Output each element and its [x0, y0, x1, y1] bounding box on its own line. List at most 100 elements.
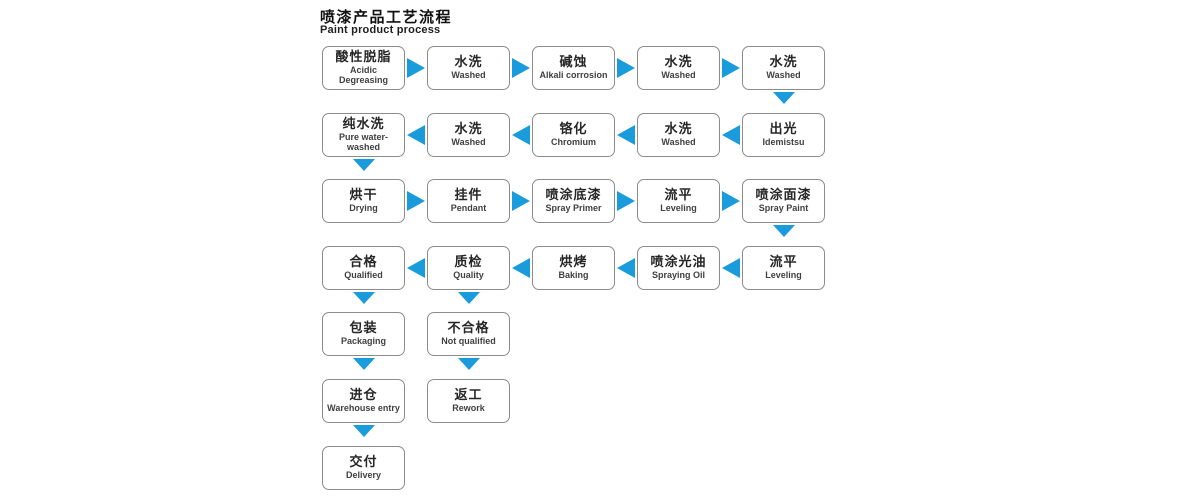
arrow-down-icon: [352, 425, 375, 437]
node-label-zh: 烘干: [349, 187, 378, 203]
arrow-down-icon: [352, 292, 375, 304]
arrow-right-icon: [617, 58, 635, 78]
arrow-left-icon: [512, 258, 530, 278]
node-label-en: Leveling: [660, 203, 697, 214]
page-title: 喷漆产品工艺流程: [320, 9, 453, 26]
node-label-zh: 水洗: [769, 54, 798, 70]
arrow-left-icon: [722, 258, 740, 278]
node-label-en: Alkali corrosion: [539, 70, 608, 81]
node-label-zh: 纯水洗: [342, 115, 385, 131]
node-label-en: Spraying Oil: [651, 270, 705, 281]
node-label-zh: 水洗: [454, 121, 483, 137]
node-label-en: Washed: [451, 137, 486, 148]
node-label-en: Delivery: [345, 470, 382, 481]
arrow-down-icon: [772, 92, 795, 104]
arrow-right-icon: [512, 58, 530, 78]
arrow-right-icon: [512, 191, 530, 211]
node-label-zh: 水洗: [664, 121, 693, 137]
node-label-en: Washed: [661, 137, 696, 148]
arrow-right-icon: [617, 191, 635, 211]
node-label-en: Washed: [661, 70, 696, 81]
node-label-en: Spray Primer: [545, 203, 602, 214]
arrow-left-icon: [407, 258, 425, 278]
arrow-down-icon: [352, 358, 375, 370]
node-label-zh: 不合格: [447, 320, 490, 336]
node-label-zh: 交付: [349, 454, 378, 470]
arrow-left-icon: [617, 258, 635, 278]
node-label-en: Warehouse entry: [327, 403, 400, 414]
node-label-zh: 流平: [769, 254, 798, 270]
node-label-zh: 质检: [454, 254, 483, 270]
node-label-en: Idemistsu: [762, 137, 805, 148]
node-label-zh: 挂件: [454, 187, 483, 203]
arrow-right-icon: [722, 58, 740, 78]
node-label-zh: 碱蚀: [559, 54, 588, 70]
page-subtitle: Paint product process: [320, 24, 441, 36]
arrow-down-icon: [457, 358, 480, 370]
node-label-zh: 进仓: [349, 387, 378, 403]
arrow-left-icon: [617, 125, 635, 145]
node-label-en: Chromium: [551, 137, 596, 148]
node-label-en: Leveling: [765, 270, 802, 281]
node-label-zh: 喷涂光油: [650, 254, 707, 270]
node-label-en: Packaging: [340, 336, 387, 347]
arrow-down-icon: [457, 292, 480, 304]
arrow-left-icon: [407, 125, 425, 145]
node-label-en: Washed: [451, 70, 486, 81]
node-label-en: Washed: [766, 70, 801, 81]
arrow-left-icon: [512, 125, 530, 145]
node-label-zh: 喷涂面漆: [755, 187, 812, 203]
node-label-en: Baking: [558, 270, 589, 281]
node-label-en: Drying: [349, 203, 378, 214]
node-label-en: Acidic Degreasing: [338, 64, 389, 86]
node-label-en: Qualified: [344, 270, 383, 281]
node-label-en: Rework: [452, 403, 485, 414]
arrow-right-icon: [407, 58, 425, 78]
node-label-zh: 返工: [454, 387, 483, 403]
arrow-right-icon: [722, 191, 740, 211]
node-label-zh: 合格: [349, 254, 378, 270]
node-label-zh: 喷涂底漆: [545, 187, 602, 203]
arrow-down-icon: [352, 159, 375, 171]
arrow-down-icon: [772, 225, 795, 237]
node-label-zh: 烘烤: [559, 254, 588, 270]
node-label-zh: 水洗: [454, 54, 483, 70]
node-label-zh: 包装: [349, 320, 378, 336]
node-label-en: Spray Paint: [758, 203, 809, 214]
arrow-right-icon: [407, 191, 425, 211]
node-label-en: Pure water- washed: [338, 131, 389, 153]
node-label-en: Not qualified: [441, 336, 496, 347]
node-label-zh: 出光: [769, 121, 798, 137]
node-label-zh: 铬化: [559, 121, 588, 137]
arrow-left-icon: [722, 125, 740, 145]
node-label-zh: 酸性脱脂: [335, 48, 392, 64]
node-label-en: Pendant: [450, 203, 487, 214]
node-label-zh: 流平: [664, 187, 693, 203]
node-label-en: Quality: [453, 270, 484, 281]
node-label-zh: 水洗: [664, 54, 693, 70]
